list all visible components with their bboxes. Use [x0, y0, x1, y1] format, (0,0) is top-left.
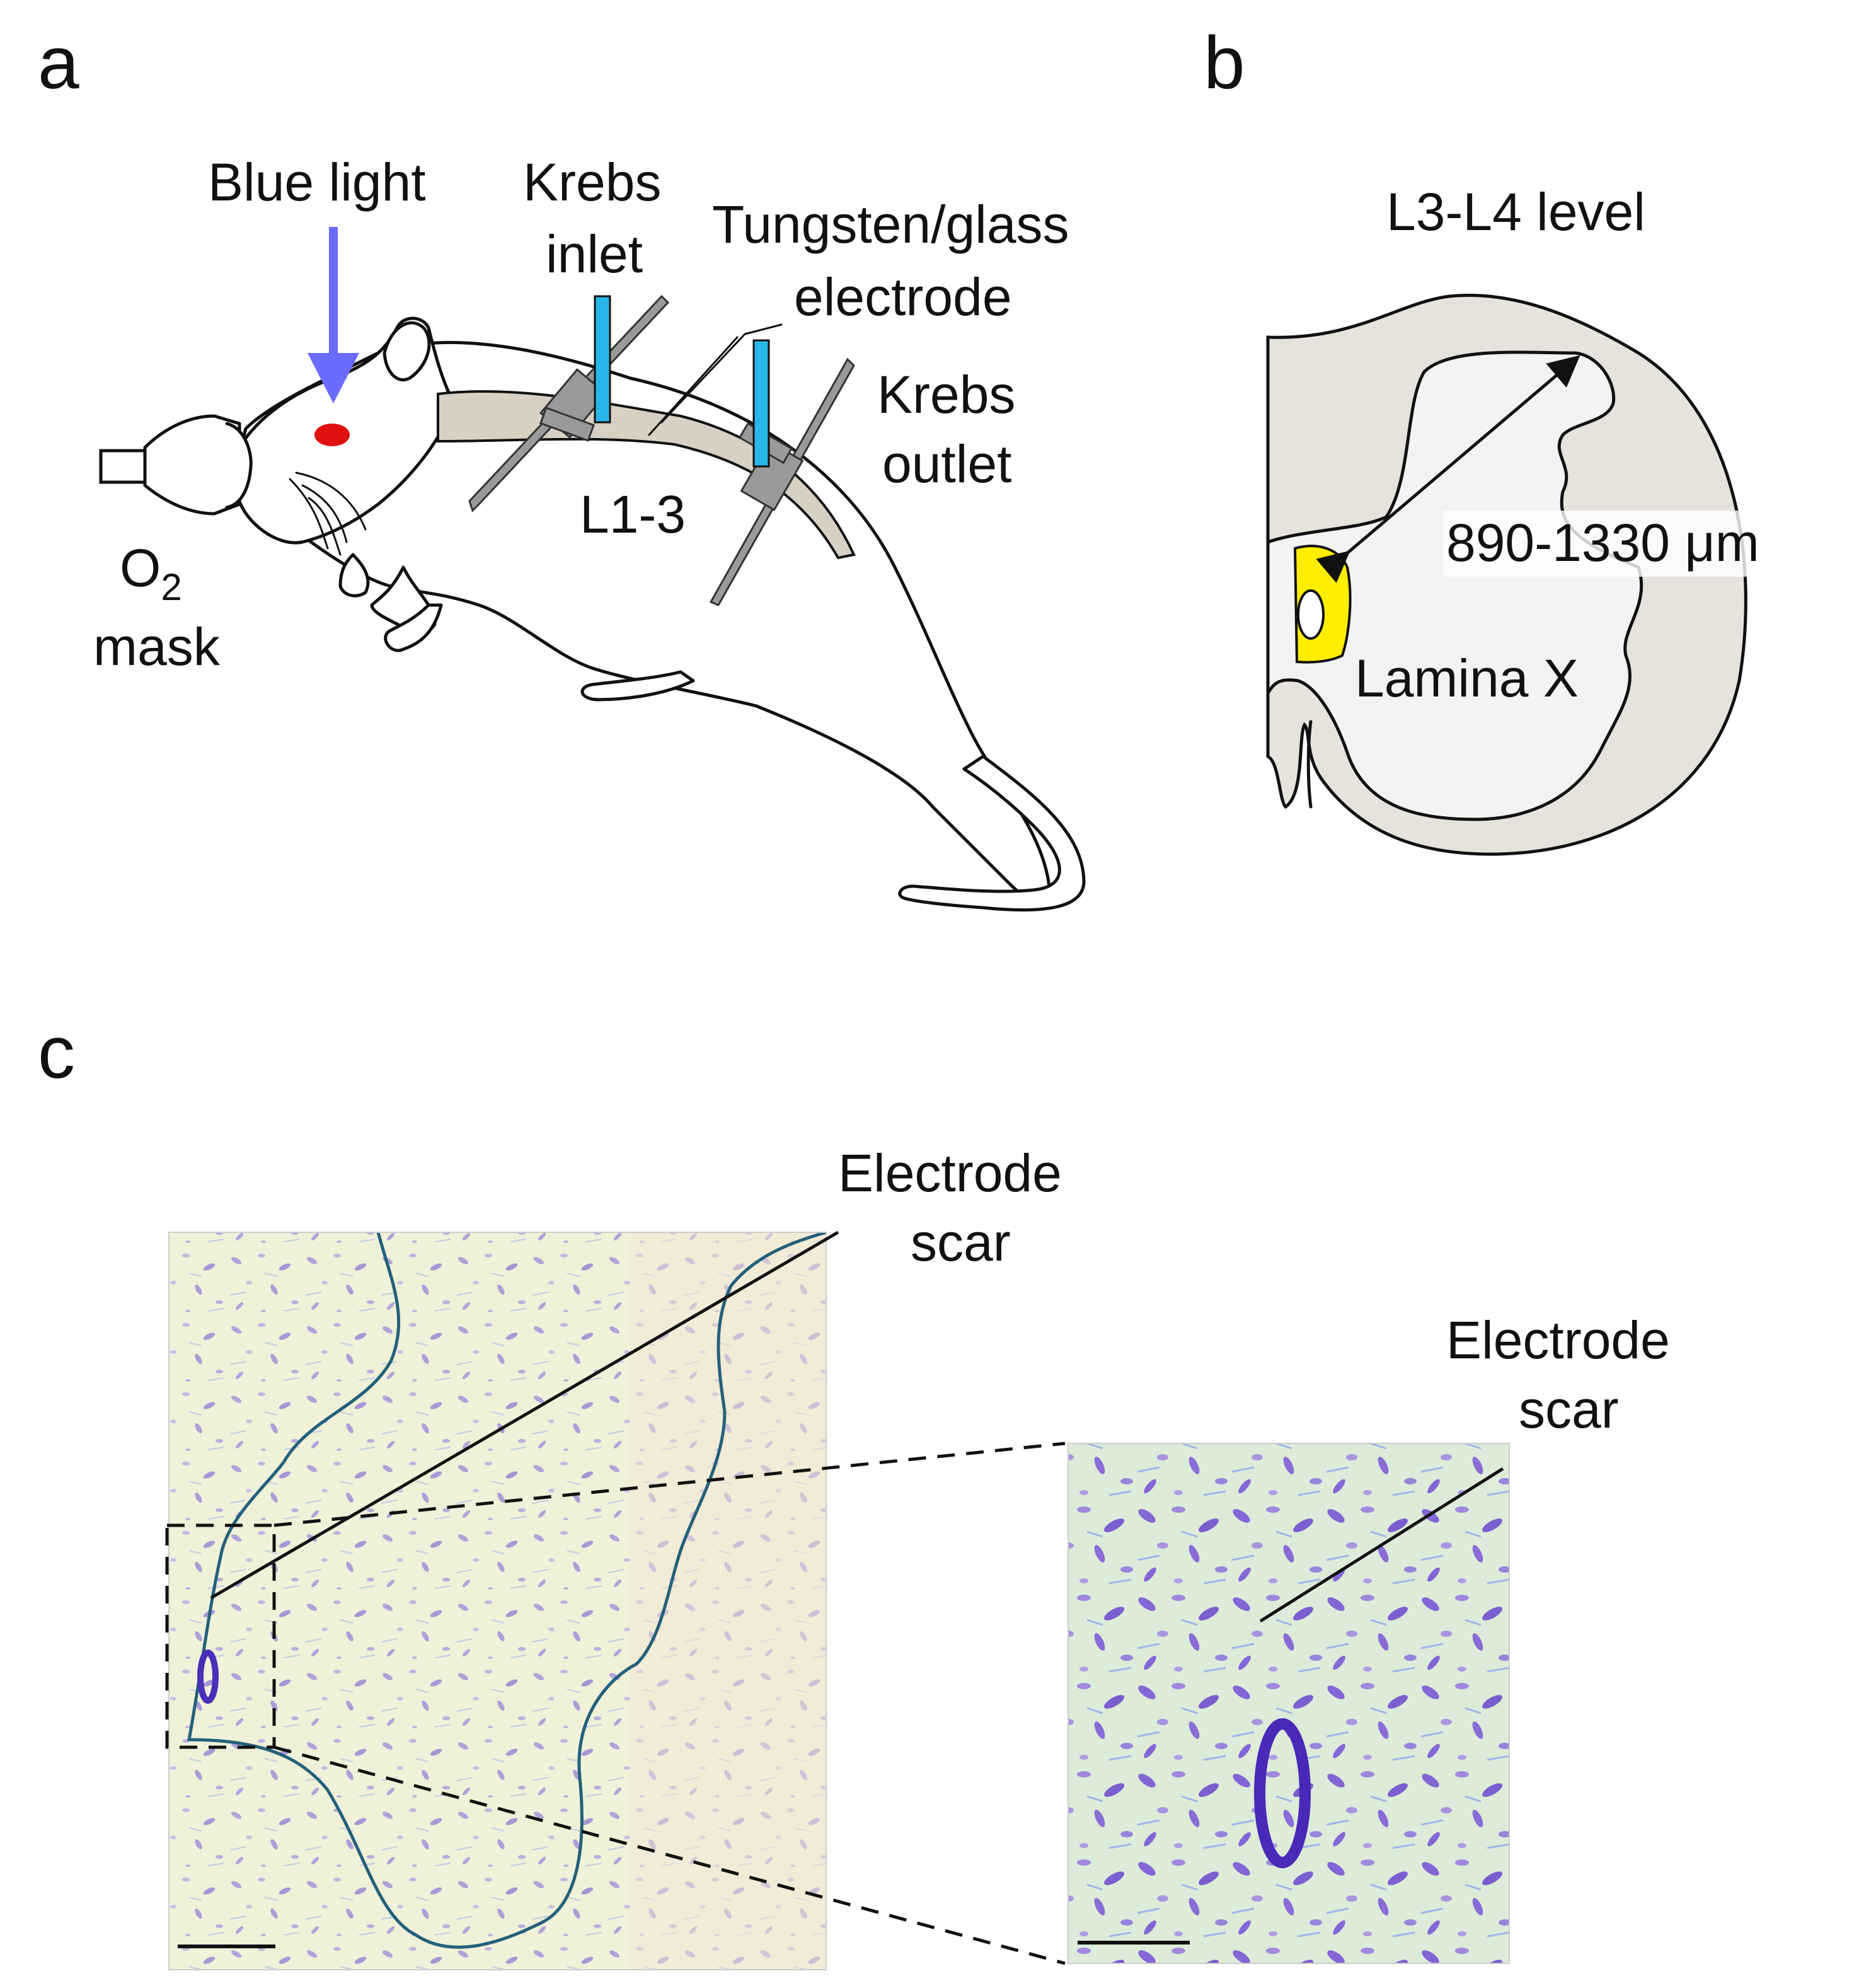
label-krebs-inlet-2: inlet [546, 224, 643, 284]
label-krebs-inlet-1: Krebs [523, 153, 661, 212]
histology-frame [168, 1232, 827, 1970]
rat-tail [898, 754, 1086, 912]
label-lamina-x: Lamina X [1355, 649, 1579, 708]
label-electrode-1: Tungsten/glass [712, 195, 1069, 254]
mask-rim [225, 422, 253, 509]
krebs-inlet-tube [594, 295, 611, 424]
label-scar-main-1: Electrode [838, 1143, 1062, 1203]
zoom-line-top [273, 1442, 1066, 1527]
rat-body [238, 340, 1051, 906]
distance-arrow [1316, 355, 1580, 583]
blue-light-arrow [308, 227, 359, 403]
label-o2-sub: 2 [161, 566, 181, 608]
panel-a: a [38, 21, 1086, 912]
rat-hind-foot [580, 670, 695, 702]
electrode-scar-main [197, 1650, 219, 1704]
label-o2-main: O [120, 538, 161, 598]
histology-section [169, 1232, 826, 1970]
panel-b: b L3-L4 level 890-1330 μm Lamina X [1204, 21, 1764, 856]
label-scar-zoom-1: Electrode [1446, 1310, 1670, 1370]
histology-zoom [1068, 1443, 1509, 1963]
label-scar-main-2: scar [911, 1213, 1011, 1272]
label-krebs-outlet-1: Krebs [877, 365, 1015, 424]
zoom-line-bottom [273, 1745, 1066, 1965]
rat-whiskers [289, 471, 367, 556]
label-blue-light: Blue light [208, 153, 426, 212]
grey-matter-outline [187, 1232, 826, 1949]
cord-midline [1306, 720, 1313, 809]
label-mask: mask [93, 617, 221, 676]
electrode-scar-zoom [1254, 1718, 1311, 1868]
o2-mask [99, 414, 253, 516]
rat-eye [314, 424, 350, 446]
scar-pointer-zoom [1259, 1467, 1504, 1623]
label-scar-zoom-2: scar [1519, 1380, 1619, 1439]
label-spine-level: L1-3 [580, 485, 686, 544]
panel-c: c Electrode scar [38, 1011, 1670, 1970]
krebs-outlet-tube [752, 339, 770, 468]
panel-a-letter: a [38, 21, 79, 105]
label-krebs-outlet-2: outlet [882, 434, 1012, 494]
zoom-frame [1068, 1443, 1510, 1964]
panel-c-letter: c [38, 1011, 75, 1094]
label-electrode-2: electrode [794, 267, 1012, 327]
label-o2: O2 [120, 538, 182, 608]
inset-box [165, 1523, 276, 1749]
mask-tube [99, 449, 147, 484]
rat-front-paw-2 [338, 553, 370, 598]
panel-b-letter: b [1204, 21, 1245, 105]
scar-pointer-main [210, 1230, 839, 1600]
central-canal [1297, 589, 1325, 640]
label-level: L3-L4 level [1386, 182, 1645, 241]
spine-clamp-left [468, 294, 670, 512]
label-distance: 890-1330 μm [1446, 513, 1759, 572]
electrode [648, 323, 783, 436]
rat-ear [383, 321, 431, 381]
rat-front-foot [384, 603, 443, 652]
mask-cup [143, 414, 241, 516]
distance-label-backdrop [1443, 511, 1764, 577]
